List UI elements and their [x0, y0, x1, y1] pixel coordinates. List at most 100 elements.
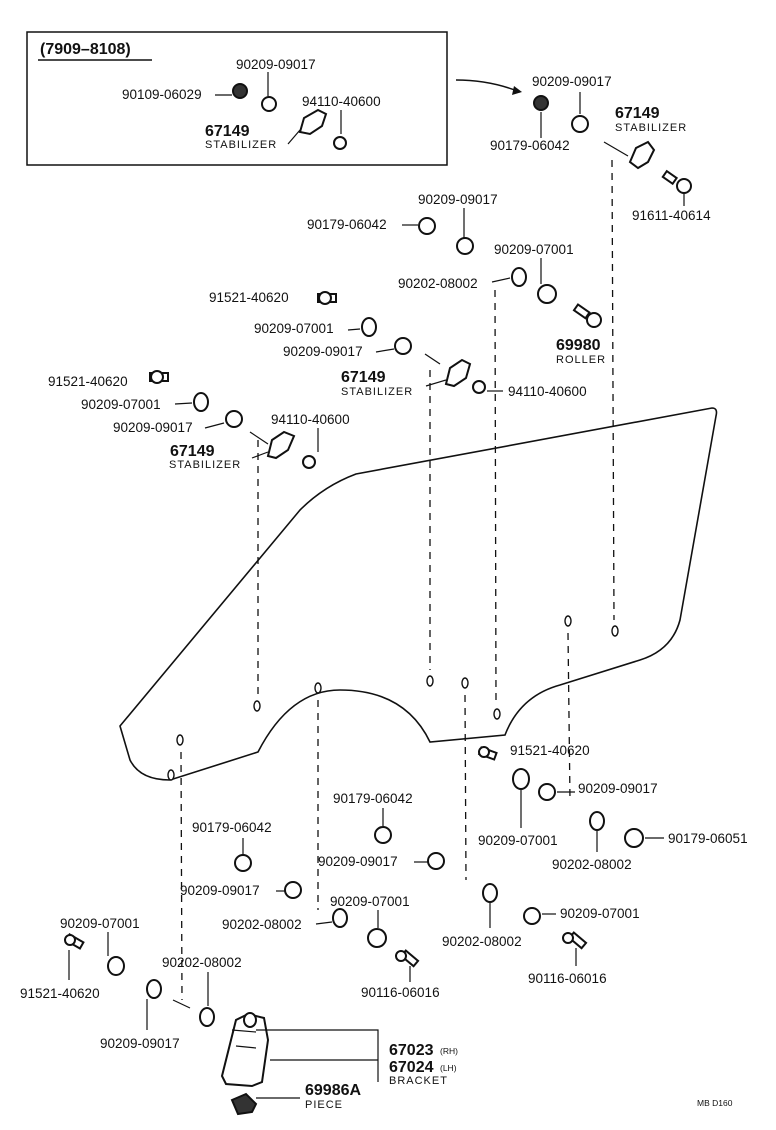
- label-67149-m: 67149: [341, 369, 386, 386]
- bolt-head-icon: [150, 370, 164, 384]
- leader: [347, 328, 361, 331]
- label-90209-09017-u: 90209-09017: [418, 192, 498, 207]
- washer-icon: [261, 96, 277, 112]
- washer-icon: [418, 217, 436, 235]
- leader: [491, 277, 511, 283]
- assembly-line: [611, 159, 615, 621]
- label-90179-06042-u: 90179-06042: [307, 217, 387, 232]
- washer-icon: [332, 908, 348, 928]
- stabilizer-icon: [298, 108, 328, 136]
- grommet-icon: [234, 854, 252, 872]
- inset-label-90209-09017: 90209-09017: [236, 57, 316, 72]
- label-90209-09017-bl: 90209-09017: [100, 1036, 180, 1051]
- label-90202-08002-c: 90202-08002: [442, 934, 522, 949]
- washer-icon: [394, 337, 412, 355]
- washer-icon: [511, 267, 527, 287]
- grommet-icon: [537, 284, 557, 304]
- label-94110-40600-l: 94110-40600: [271, 412, 350, 427]
- label-stabilizer-tr: STABILIZER: [615, 122, 687, 134]
- label-90116-06016-c: 90116-06016: [361, 985, 440, 1000]
- glass-hole: [564, 615, 572, 627]
- inset-stabilizer-number: 67149: [205, 123, 250, 140]
- label-90209-09017-r: 90209-09017: [578, 781, 658, 796]
- grommet-icon: [367, 928, 387, 948]
- label-90116-06016-r: 90116-06016: [528, 971, 607, 986]
- label-bracket-lh: 67024: [389, 1059, 434, 1076]
- bracket-detail: [235, 1045, 257, 1049]
- label-94110-40600-m: 94110-40600: [508, 384, 587, 399]
- glass-hole: [314, 682, 322, 694]
- assembly-line: [464, 694, 467, 881]
- inset-leader-stab: [287, 129, 301, 145]
- grommet-icon: [193, 392, 209, 412]
- leader: [603, 141, 629, 157]
- footer-code: MB D160: [697, 1098, 733, 1108]
- washer-icon: [523, 907, 541, 925]
- grommet-icon: [107, 956, 125, 976]
- glass-hole: [461, 677, 469, 689]
- label-67149-tr: 67149: [615, 105, 660, 122]
- label-90209-09017-tr: 90209-09017: [532, 74, 612, 89]
- bracket-icon: [220, 1012, 270, 1088]
- label-roller-name: ROLLER: [556, 354, 606, 366]
- label-90209-09017-c: 90209-09017: [318, 854, 398, 869]
- label-roller-number: 69980: [556, 337, 601, 354]
- nut-icon: [533, 95, 549, 111]
- label-91521-40620-l: 91521-40620: [48, 374, 128, 389]
- door-glass-outline: [119, 407, 718, 781]
- assembly-line: [567, 632, 571, 801]
- washer-icon: [225, 410, 243, 428]
- bracket-leader: [256, 1029, 379, 1082]
- label-bracket-rh: 67023: [389, 1042, 434, 1059]
- roller-icon: [586, 312, 602, 328]
- nut-icon: [302, 455, 316, 469]
- glass-hole: [426, 675, 434, 687]
- inset-stabilizer-name: STABILIZER: [205, 139, 277, 151]
- inset-label-90109-06029: 90109-06029: [122, 87, 202, 102]
- inset-date-range: (7909–8108): [40, 41, 131, 58]
- leader: [375, 348, 395, 353]
- label-90209-07001-u: 90209-07001: [494, 242, 574, 257]
- stabilizer-icon: [628, 140, 656, 170]
- label-piece-number: 69986A: [305, 1082, 361, 1099]
- washer-icon: [589, 811, 605, 831]
- inset-label-94110-40600: 94110-40600: [302, 94, 381, 109]
- washer-icon: [456, 237, 474, 255]
- washer-icon: [146, 979, 162, 999]
- washer-icon: [427, 852, 445, 870]
- bolt-icon: [661, 169, 679, 186]
- label-91521-40620-m: 91521-40620: [209, 290, 289, 305]
- label-90209-09017-l: 90209-09017: [113, 420, 193, 435]
- leader: [172, 999, 191, 1009]
- leader: [204, 422, 225, 429]
- label-91521-40620-r: 91521-40620: [510, 743, 590, 758]
- label-bracket-name: BRACKET: [389, 1075, 448, 1087]
- bolt-head-icon: [562, 932, 574, 944]
- label-90179-06042-c: 90179-06042: [333, 791, 413, 806]
- label-90209-07001-l: 90209-07001: [81, 397, 161, 412]
- piece-icon: [230, 1092, 258, 1116]
- washer-icon: [538, 783, 556, 801]
- label-bracket-lh-suffix: (LH): [440, 1063, 457, 1073]
- leader: [424, 353, 441, 365]
- label-90209-09017-lc: 90209-09017: [180, 883, 260, 898]
- nut-icon: [333, 136, 347, 150]
- label-stabilizer-l: STABILIZER: [169, 459, 241, 471]
- glass-hole: [611, 625, 619, 637]
- leader: [425, 379, 447, 387]
- label-90209-09017-m: 90209-09017: [283, 344, 363, 359]
- bolt-head-icon: [64, 934, 76, 946]
- bolt-head-icon: [676, 178, 692, 194]
- leader: [249, 431, 269, 445]
- inset-box: [26, 31, 448, 166]
- label-90209-07001-r: 90209-07001: [478, 833, 558, 848]
- label-piece-name: PIECE: [305, 1099, 343, 1111]
- grommet-icon: [624, 828, 644, 848]
- bolt-head-icon: [478, 746, 490, 758]
- label-90202-08002-lc: 90202-08002: [222, 917, 302, 932]
- nut-icon: [232, 83, 248, 99]
- stabilizer-icon: [266, 430, 296, 460]
- label-90209-07001-m: 90209-07001: [254, 321, 334, 336]
- glass-hole: [493, 708, 501, 720]
